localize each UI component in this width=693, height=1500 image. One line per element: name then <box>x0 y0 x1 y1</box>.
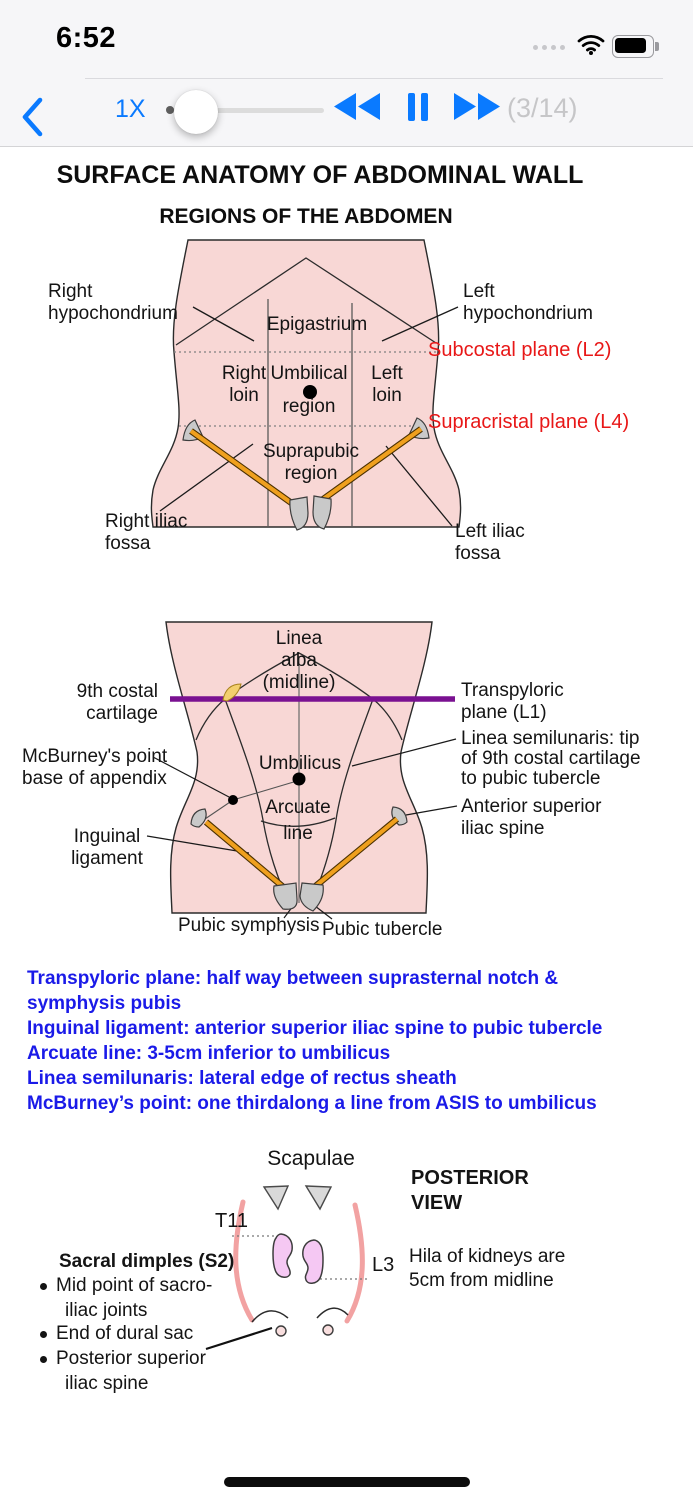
mcburney-point-dot <box>228 795 238 805</box>
rewind-icon <box>334 93 380 124</box>
leader-left-hypochondrium <box>381 306 459 342</box>
iliac-crest-right-1 <box>182 419 204 442</box>
bullet-icon <box>40 1331 47 1338</box>
battery-icon <box>612 35 659 58</box>
leader-sacral-dimple <box>205 1326 273 1351</box>
label-9th-costal-cartilage: 9th costal cartilage <box>76 681 158 724</box>
leader-asis <box>405 805 458 816</box>
label-left-iliac-fossa: Left iliac fossa <box>455 521 525 564</box>
label-supracristal-plane: Supracristal plane (L4) <box>428 411 630 433</box>
label-transpyloric-plane: Transpyloric plane (L1) <box>461 680 564 723</box>
label-left-hypochondrium: Left hypochondrium <box>463 281 593 324</box>
fast-forward-icon <box>454 93 500 124</box>
label-right-hypochondrium: Right hypochondrium <box>48 281 178 324</box>
note-inguinal: Inguinal ligament: anterior superior ili… <box>27 1018 603 1039</box>
note-transpyloric-2: symphysis pubis <box>27 993 182 1014</box>
kidney-right <box>272 1233 293 1278</box>
header-divider <box>85 78 663 79</box>
pubic-bone-left-2 <box>299 882 324 912</box>
page-indicator: (3/14) <box>507 93 578 123</box>
note-arcuate: Arcuate line: 3-5cm inferior to umbilicu… <box>27 1043 391 1064</box>
pubic-bone-right-2 <box>273 882 298 910</box>
iliac-crest-left-1 <box>408 417 430 440</box>
note-mcburney: McBurney’s point: one thirdalong a line … <box>27 1093 597 1114</box>
scapula-left <box>304 1185 333 1211</box>
note-semilunaris: Linea semilunaris: lateral edge of rectu… <box>27 1068 457 1089</box>
label-left-loin: Left loin <box>371 363 403 406</box>
progress-slider-start-dot <box>166 106 174 114</box>
flank-outline-left <box>344 1202 365 1324</box>
label-arcuate-line-word: line <box>283 823 313 844</box>
asis-left-2 <box>391 806 408 826</box>
label-posterior-view: POSTERIOR VIEW <box>411 1167 529 1214</box>
header-background <box>0 0 693 147</box>
back-button[interactable] <box>18 97 46 142</box>
asis-right-2 <box>190 808 207 828</box>
label-linea-semilunaris: Linea semilunaris: tip of 9th costal car… <box>461 728 641 789</box>
iliac-crest-arc-left <box>316 1307 349 1319</box>
label-arcuate-word: Arcuate <box>265 797 331 818</box>
scapula-right <box>262 1185 290 1211</box>
bullet-midpoint-sacroiliac-line2: iliac joints <box>65 1300 148 1321</box>
fast-forward-button[interactable] <box>454 93 500 125</box>
label-umbilicus: Umbilicus <box>258 753 342 774</box>
page-title: SURFACE ANATOMY OF ABDOMINAL WALL <box>56 161 584 189</box>
label-pubic-tubercle: Pubic tubercle <box>322 919 443 940</box>
label-sacral-dimples-heading: Sacral dimples (S2) <box>59 1251 235 1272</box>
pause-icon <box>408 93 428 125</box>
chevron-left-icon <box>18 97 46 141</box>
pause-button[interactable] <box>408 93 428 126</box>
sacral-dimple-left <box>322 1324 334 1336</box>
bullet-end-of-dural-sac: End of dural sac <box>40 1323 193 1345</box>
note-transpyloric-1: Transpyloric plane: half way between sup… <box>27 968 559 989</box>
leader-right-hypochondrium <box>192 306 255 342</box>
playback-speed-button[interactable]: 1X <box>115 95 146 123</box>
kidney-left <box>302 1239 324 1284</box>
leader-right-iliac-fossa <box>159 443 254 512</box>
wifi-icon <box>577 34 605 60</box>
label-hila-of-kidneys: Hila of kidneys are 5cm from midline <box>409 1246 566 1291</box>
label-subcostal-plane: Subcostal plane (L2) <box>428 339 612 361</box>
label-l3: L3 <box>372 1254 395 1276</box>
label-umbilical-region-word1: Umbilical <box>270 363 348 384</box>
home-indicator[interactable] <box>224 1477 470 1487</box>
label-epigastrium: Epigastrium <box>266 314 368 335</box>
leader-left-iliac-fossa <box>385 445 453 527</box>
leader-linea-semilunaris <box>351 738 457 767</box>
bullet-icon <box>40 1283 47 1290</box>
progress-slider-thumb[interactable] <box>174 90 218 134</box>
rewind-button[interactable] <box>334 93 380 125</box>
bullet-posterior-superior-line2: iliac spine <box>65 1373 149 1394</box>
cellular-signal-icon <box>533 45 565 50</box>
sacral-dimple-right <box>275 1325 287 1337</box>
label-mcburneys-point: McBurney's point base of appendix <box>22 746 168 789</box>
label-pubic-symphysis: Pubic symphysis <box>178 915 320 936</box>
label-right-iliac-fossa: Right iliac fossa <box>105 511 188 554</box>
bullet-midpoint-sacroiliac: Mid point of sacro- <box>40 1275 212 1297</box>
label-t11: T11 <box>215 1210 248 1232</box>
label-anterior-superior-iliac-spine: Anterior superior iliac spine <box>461 796 602 839</box>
pubic-bone-right-1 <box>289 496 309 531</box>
label-linea-alba: Linea alba (midline) <box>262 628 336 693</box>
iliac-crest-arc-right <box>251 1310 289 1323</box>
label-scapulae: Scapulae <box>267 1147 355 1170</box>
label-umbilical-region-word2: region <box>282 396 336 417</box>
status-time: 6:52 <box>56 22 117 54</box>
section-subtitle: REGIONS OF THE ABDOMEN <box>159 205 453 228</box>
bullet-posterior-superior: Posterior superior <box>40 1348 206 1370</box>
label-inguinal-ligament: Inguinal ligament <box>71 826 143 869</box>
leader-inguinal-ligament <box>146 835 250 854</box>
progress-slider-track[interactable] <box>168 108 324 113</box>
pubic-bone-left-1 <box>312 495 332 530</box>
label-suprapubic-region: Suprapubic region <box>262 441 360 484</box>
bullet-icon <box>40 1356 47 1363</box>
